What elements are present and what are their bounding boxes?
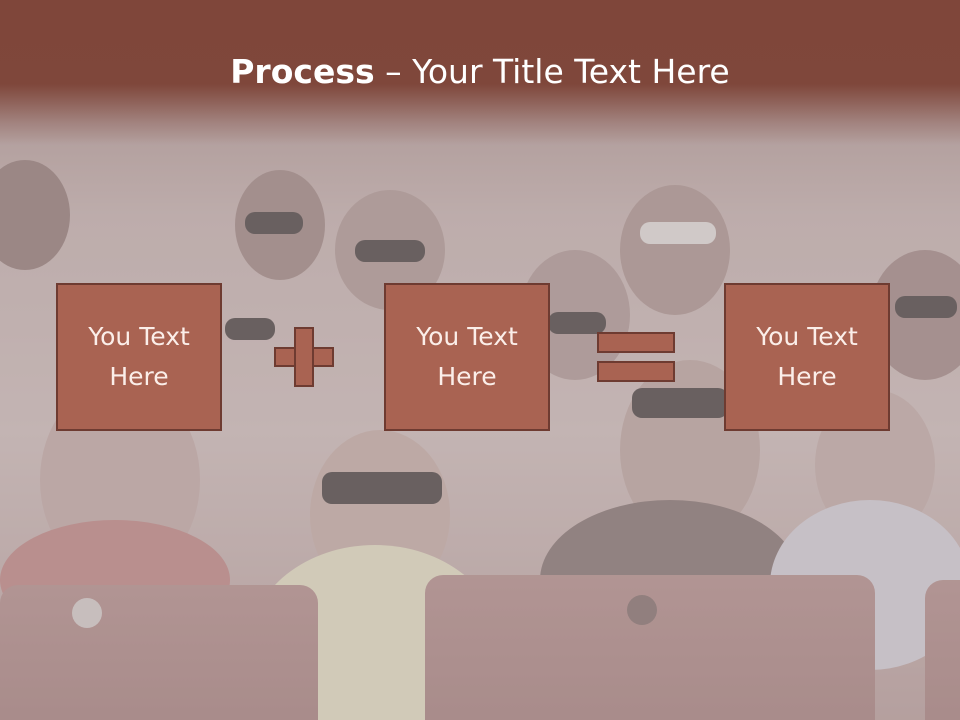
box-text-line1: You Text bbox=[88, 322, 190, 351]
title-rest: – Your Title Text Here bbox=[374, 52, 730, 91]
3d-glasses bbox=[355, 240, 425, 262]
box-text-line2: Here bbox=[437, 362, 497, 391]
audience-face bbox=[620, 185, 730, 315]
title-bar bbox=[0, 0, 960, 145]
theater-seat bbox=[925, 580, 960, 720]
audience-face bbox=[0, 160, 70, 270]
box-text-line1: You Text bbox=[756, 322, 858, 351]
equals-icon bbox=[597, 361, 675, 382]
box-text-line2: Here bbox=[109, 362, 169, 391]
3d-glasses bbox=[225, 318, 275, 340]
3d-glasses bbox=[548, 312, 606, 334]
seat-number-plate bbox=[627, 595, 657, 625]
slide-title: Process – Your Title Text Here bbox=[0, 52, 960, 91]
3d-glasses bbox=[895, 296, 957, 318]
theater-seat bbox=[0, 585, 318, 720]
3d-glasses bbox=[632, 388, 728, 418]
title-bold: Process bbox=[230, 52, 375, 91]
seat-number-plate bbox=[72, 598, 102, 628]
3d-glasses bbox=[245, 212, 303, 234]
box-text-line1: You Text bbox=[416, 322, 518, 351]
3d-glasses bbox=[640, 222, 716, 244]
box-text-line2: Here bbox=[777, 362, 837, 391]
plus-icon bbox=[274, 327, 334, 387]
3d-glasses bbox=[322, 472, 442, 504]
equals-icon bbox=[597, 332, 675, 353]
